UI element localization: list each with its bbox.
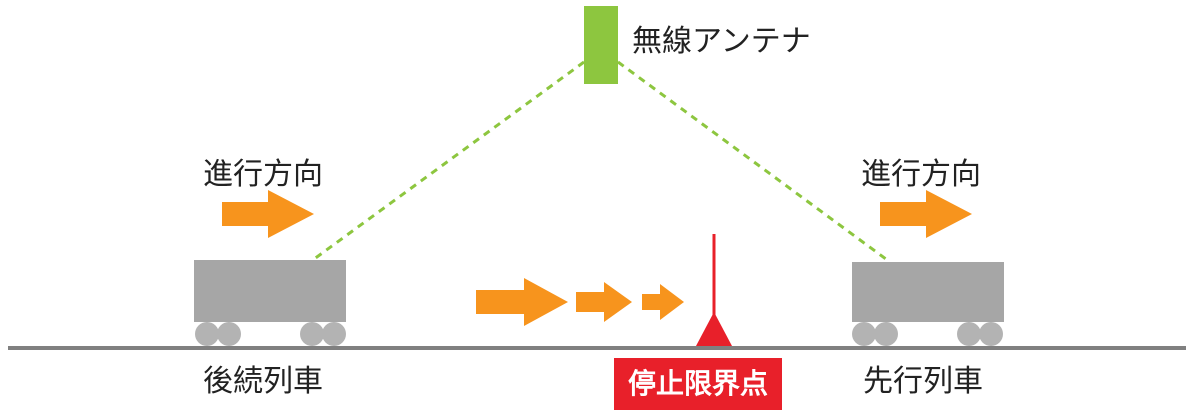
lead-train-wheel <box>957 322 981 346</box>
stop-limit-triangle <box>696 312 732 346</box>
rear-train-body <box>194 260 346 322</box>
approach-arrow-small <box>642 284 684 320</box>
rear-train-wheel <box>217 322 241 346</box>
radio-link-rear <box>309 60 585 264</box>
wireless-antenna <box>584 6 618 84</box>
lead-train-body <box>852 262 1004 322</box>
rear-train-wheel <box>322 322 346 346</box>
rail-track <box>8 346 1186 350</box>
approach-arrow-medium <box>576 282 632 322</box>
lead-direction-label: 進行方向 <box>861 157 981 192</box>
lead-direction-arrow <box>880 190 972 238</box>
lead-train-wheel <box>852 322 876 346</box>
rear-train-wheel <box>195 322 219 346</box>
approach-arrow-large <box>476 278 568 326</box>
radio-link-lead <box>617 60 891 264</box>
stop-limit-badge: 停止限界点 <box>614 358 783 410</box>
rear-direction-label: 進行方向 <box>203 157 323 192</box>
rear-train <box>194 260 346 346</box>
lead-train-wheel <box>874 322 898 346</box>
rear-train-label: 後続列車 <box>203 364 323 399</box>
lead-train-label: 先行列車 <box>863 364 983 399</box>
rear-train-wheel <box>300 322 324 346</box>
rear-direction-arrow <box>222 190 314 238</box>
lead-train <box>852 262 1004 346</box>
lead-train-wheel <box>979 322 1003 346</box>
antenna-label: 無線アンテナ <box>632 24 811 59</box>
